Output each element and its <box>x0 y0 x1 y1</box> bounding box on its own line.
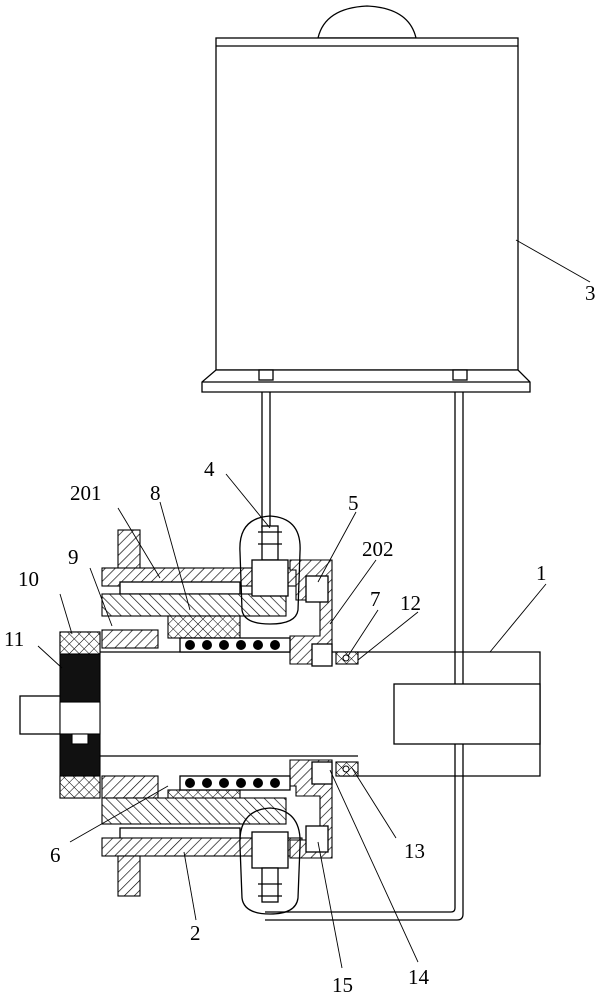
label-15: 15 <box>332 973 353 997</box>
label-13: 13 <box>404 839 425 863</box>
nut-9-lower <box>102 776 158 798</box>
ring-14-upper <box>312 644 332 666</box>
oil-reservoir <box>202 6 530 392</box>
shaft-end-stub <box>20 696 62 734</box>
seal-7-upper <box>336 652 358 664</box>
spring-6-lower <box>180 776 290 790</box>
seal-15-lower <box>306 826 328 852</box>
flange-upper <box>118 530 140 570</box>
label-2: 2 <box>190 921 201 945</box>
label-10: 10 <box>18 567 39 591</box>
label-9: 9 <box>68 545 79 569</box>
label-8: 8 <box>150 481 161 505</box>
label-201: 201 <box>70 481 102 505</box>
label-12: 12 <box>400 591 421 615</box>
reservoir-tank <box>216 38 518 370</box>
bolt-upper <box>120 582 240 594</box>
bearing-8-upper <box>168 616 240 638</box>
label-11: 11 <box>4 627 24 651</box>
shaft-key-slot <box>394 684 540 744</box>
spring-6-upper <box>180 638 290 652</box>
label-6: 6 <box>50 843 61 867</box>
sleeve-lower <box>102 798 286 824</box>
sleeve-upper <box>102 594 286 616</box>
reservoir-base <box>202 370 530 392</box>
end-nut <box>60 632 100 798</box>
ring-14-lower <box>312 762 332 784</box>
seal-5-upper <box>306 576 328 602</box>
label-14: 14 <box>408 965 430 989</box>
label-3: 3 <box>585 281 596 305</box>
flange-lower <box>118 856 140 896</box>
nut-9-upper <box>102 630 158 648</box>
label-1: 1 <box>536 561 547 585</box>
label-5: 5 <box>348 491 359 515</box>
seal-13-lower <box>336 762 358 776</box>
label-7: 7 <box>370 587 381 611</box>
label-202: 202 <box>362 537 394 561</box>
reservoir-cap <box>318 6 416 38</box>
label-4: 4 <box>204 457 215 481</box>
